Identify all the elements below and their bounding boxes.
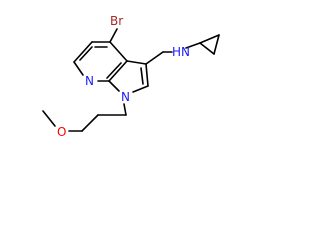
pyridine-nitrogen-label: N: [85, 74, 94, 88]
bond-c3a-c3: [126, 60, 147, 65]
bond-c4-c3a: [109, 41, 128, 62]
bond-c3-c2-inner: [140, 67, 144, 85]
bond-n1-c7a: [108, 80, 120, 92]
bond-c6-c5-inner: [79, 46, 93, 61]
bond-cp-c: [199, 42, 215, 55]
bromine-label: Br: [110, 14, 123, 28]
bond-c3-ch2: [145, 51, 164, 65]
bond-ch2b-ch2c: [81, 114, 99, 132]
bond-c2-n1: [132, 85, 149, 93]
ether-oxygen-label: O: [57, 125, 66, 139]
bond-c6-c5: [73, 41, 93, 63]
bond-cp-a: [199, 34, 220, 44]
bond-c4-br: [109, 28, 118, 43]
bond-c3a-c7a-inner: [106, 62, 122, 79]
bond-n1-ch2a: [123, 103, 127, 116]
bond-c3-c2: [145, 63, 149, 87]
bond-nh-cp: [185, 42, 201, 49]
bond-c3a-c7a: [108, 60, 128, 82]
amine-nitrogen-label: HN: [172, 45, 190, 59]
bond-n7-c6: [73, 61, 84, 76]
bond-o-ch3: [42, 110, 56, 127]
structure-diagram: Br HN N N O: [42, 14, 220, 139]
pyrrole-nitrogen-label: N: [121, 90, 130, 104]
molecule-canvas: Br HN N N O: [0, 0, 257, 148]
bond-cp-b: [213, 34, 220, 55]
